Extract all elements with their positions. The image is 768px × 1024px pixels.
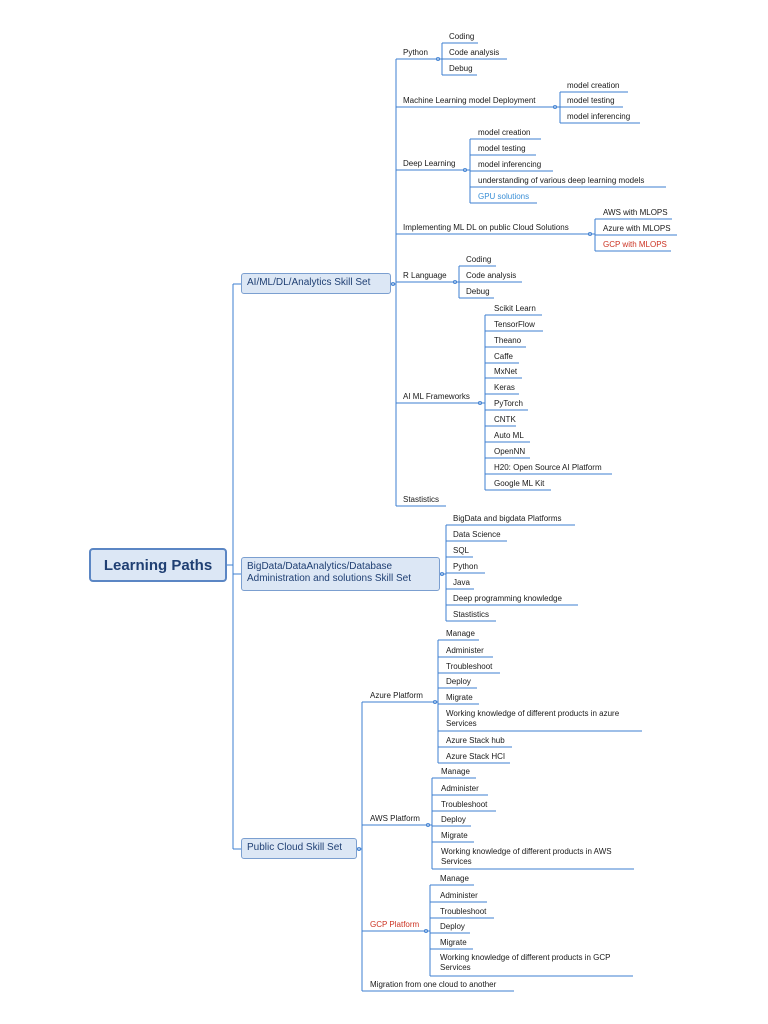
leaf-fw-pytorch: PyTorch [494,399,523,408]
leaf-gcp-deploy: Deploy [440,922,465,931]
leaf-fw-theano: Theano [494,336,522,345]
leaf-dl-testing: model testing [478,144,526,153]
leaf-r-debug: Debug [466,287,490,296]
leaf-gcp-mlops: GCP with MLOPS [603,240,667,249]
leaf-fw-keras: Keras [494,383,515,392]
leaf-fw-tensorflow: TensorFlow [494,320,535,329]
leaf-fw-mxnet: MxNet [494,367,518,376]
leaf-az-deploy: Deploy [446,677,471,686]
leaf-dl-inferencing: model inferencing [478,160,542,169]
leaf-gcp-migrate: Migrate [440,938,467,947]
leaf-aws-administer: Administer [441,784,479,793]
leaf-gcp-administer: Administer [440,891,478,900]
topic-r-language: R Language [403,271,447,280]
leaf-az-administer: Administer [446,646,484,655]
collapse-handle-145 [425,823,430,828]
collapse-handle-71 [477,400,482,405]
leaf-fw-h20: H20: Open Source AI Platform [494,463,602,472]
leaf-fw-automl: Auto ML [494,431,524,440]
topic-ml-dl-cloud: Implementing ML DL on public Cloud Solut… [403,223,569,232]
leaf-az-stack-hci: Azure Stack HCI [446,752,506,761]
topic-azure-platform: Azure Platform [370,691,423,700]
leaf-aws-migrate: Migrate [441,831,468,840]
leaf-bd-java: Java [453,578,470,587]
leaf-bd-sql: SQL [453,546,470,555]
leaf-dl-gpu: GPU solutions [478,192,530,201]
leaf-gcp-troubleshoot: Troubleshoot [440,907,487,916]
leaf-bd-statistics: Stastistics [453,610,490,619]
topic-cloud-migration: Migration from one cloud to another [370,980,497,989]
leaf-bd-deep-programming: Deep programming knowledge [453,594,562,603]
leaf-fw-cntk: CNTK [494,415,516,424]
leaf-gcp-manage: Manage [440,874,469,883]
leaf-python-code-analysis: Code analysis [449,48,500,57]
leaf-aws-manage: Manage [441,767,470,776]
branch-ai-ml: AI/ML/DL/Analytics Skill Set [241,273,391,294]
leaf-bd-platforms: BigData and bigdata Platforms [453,514,562,523]
collapse-handle-40 [462,167,467,172]
leaf-fw-caffe: Caffe [494,352,513,361]
topic-gcp-platform: GCP Platform [370,920,420,929]
root-node: Learning Paths [89,548,227,582]
topic-ml-deployment: Machine Learning model Deployment [403,96,536,105]
leaf-r-coding: Coding [466,255,492,264]
leaf-bd-data-science: Data Science [453,530,501,539]
leaf-mld-creation: model creation [567,81,620,90]
leaf-r-code-analysis: Code analysis [466,271,517,280]
collapse-handle-98 [439,572,444,577]
leaf-aws-products: Working knowledge of different products … [441,847,612,866]
collapse-handle-126 [432,700,437,705]
leaf-aws-mlops: AWS with MLOPS [603,208,668,217]
collapse-handle-62 [452,279,457,284]
leaf-azure-mlops: Azure with MLOPS [603,224,671,233]
leaf-mld-inferencing: model inferencing [567,112,631,121]
topic-python: Python [403,48,428,57]
leaf-az-migrate: Migrate [446,693,473,702]
leaf-python-debug: Debug [449,64,473,73]
leaf-aws-deploy: Deploy [441,815,466,824]
leaf-az-products: Working knowledge of different products … [446,709,620,728]
topic-ai-ml-frameworks: AI ML Frameworks [403,392,470,401]
leaf-az-troubleshoot: Troubleshoot [446,662,493,671]
leaf-az-stack-hub: Azure Stack hub [446,736,505,745]
topic-deep-learning: Deep Learning [403,159,456,168]
topic-aws-platform: AWS Platform [370,814,420,823]
leaf-fw-opennn: OpenNN [494,447,526,456]
collapse-handle-53 [588,231,593,236]
leaf-aws-troubleshoot: Troubleshoot [441,800,488,809]
collapse-handle-5 [390,281,395,286]
collapse-handle-160 [423,929,428,934]
branch-public-cloud: Public Cloud Skill Set [241,838,357,859]
leaf-dl-models: understanding of various deep learning m… [478,176,645,185]
leaf-bd-python: Python [453,562,478,571]
leaf-gcp-products: Working knowledge of different products … [440,953,611,972]
leaf-mld-testing: model testing [567,96,615,105]
leaf-python-coding: Coding [449,32,475,41]
collapse-handle-31 [553,105,558,110]
leaf-dl-creation: model creation [478,128,531,137]
leaf-fw-google-ml-kit: Google ML Kit [494,479,545,488]
collapse-handle-115 [356,847,361,852]
leaf-az-manage: Manage [446,629,475,638]
leaf-fw-scikit: Scikit Learn [494,304,536,313]
branch-bigdata: BigData/DataAnalytics/Database Administr… [241,557,440,591]
collapse-handle-22 [435,57,440,62]
topic-statistics: Stastistics [403,495,440,504]
